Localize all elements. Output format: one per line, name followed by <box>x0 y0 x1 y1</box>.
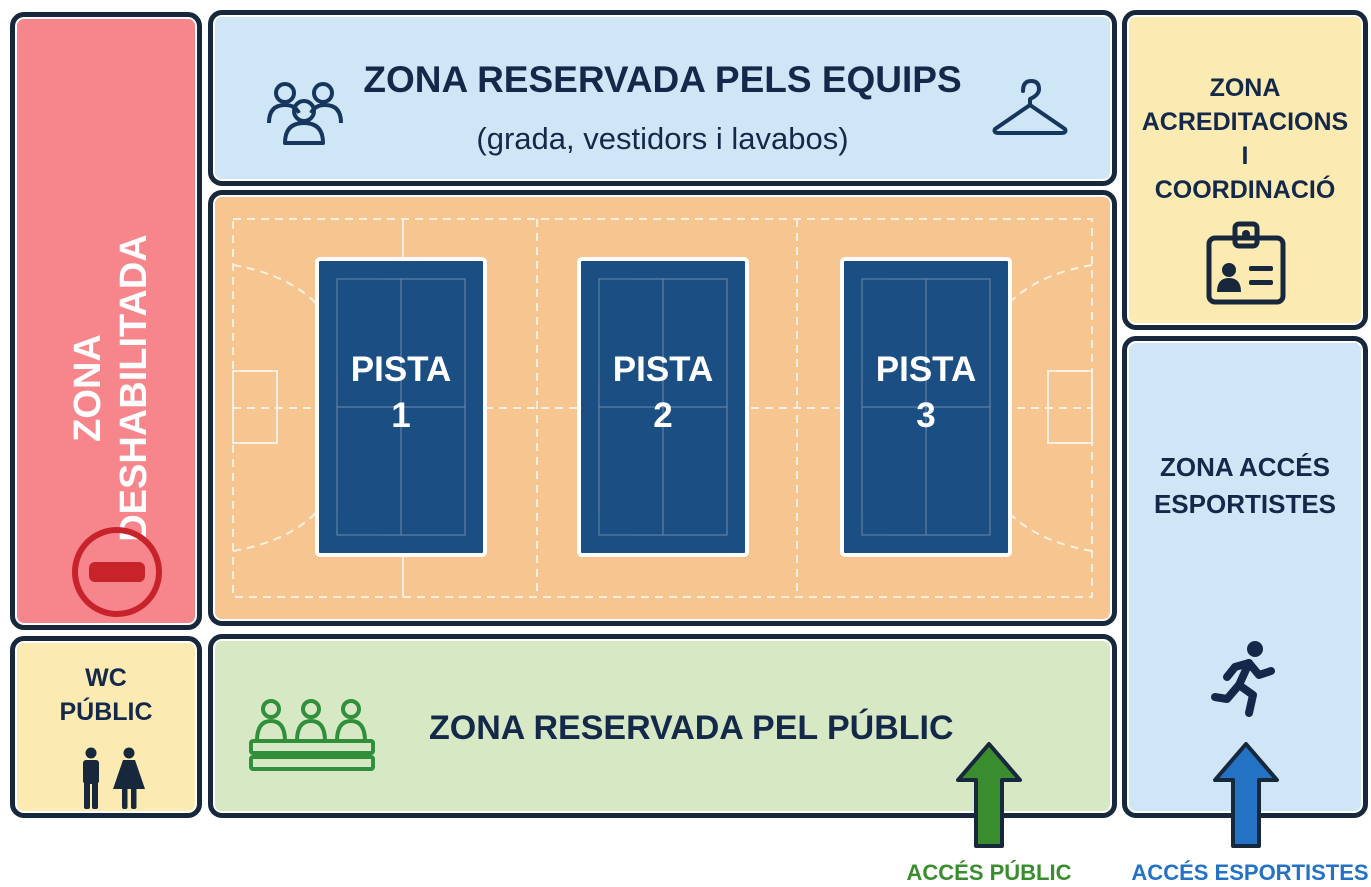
zone-teams-title: ZONA RESERVADA PELS EQUIPS <box>363 59 962 100</box>
no-entry-icon <box>72 527 162 617</box>
zone-disabled: ZONA DESHABILITADA <box>10 12 202 630</box>
zone-athletes-label: ZONA ACCÉS ESPORTISTES <box>1127 449 1363 523</box>
spectators-icon <box>249 699 375 771</box>
zone-public: ZONA RESERVADA PEL PÚBLIC <box>208 634 1117 818</box>
restroom-icon <box>83 747 145 809</box>
court-2-number: 2 <box>653 396 673 435</box>
badge-icon <box>1206 221 1286 305</box>
access-public-label: ACCÉS PÚBLIC <box>906 860 1072 885</box>
court-3-label: PISTA 3 <box>844 347 1008 439</box>
access-athletes-label: ACCÉS ESPORTISTES <box>1131 860 1369 885</box>
zone-courts: PISTA 1 PISTA 2 PISTA 3 <box>208 190 1117 626</box>
zone-wc: WC PÚBLIC <box>10 636 202 818</box>
arrow-up-icon-public <box>956 742 1022 848</box>
court-1: PISTA 1 <box>315 257 487 557</box>
zone-accreditation-line2: ACREDITACIONS <box>1141 108 1349 136</box>
zone-teams: ZONA RESERVADA PELS EQUIPS (grada, vesti… <box>208 10 1117 186</box>
zone-accreditation-line3: I <box>1241 142 1249 170</box>
court-1-word: PISTA <box>350 350 452 389</box>
zone-wc-line2: PÚBLIC <box>59 698 153 726</box>
zone-public-label: ZONA RESERVADA PEL PÚBLIC <box>429 709 954 747</box>
court-1-number: 1 <box>391 396 411 435</box>
court-1-lines <box>336 278 466 536</box>
court-3-lines <box>861 278 991 536</box>
court-3-word: PISTA <box>875 350 977 389</box>
zone-athletes-access: ZONA ACCÉS ESPORTISTES <box>1122 336 1368 818</box>
runner-icon <box>1211 641 1275 717</box>
court-3: PISTA 3 <box>840 257 1012 557</box>
zone-teams-subtitle: (grada, vestidors i lavabos) <box>476 121 849 156</box>
zone-accreditation-line1: ZONA <box>1209 74 1281 102</box>
zone-athletes-line2: ESPORTISTES <box>1153 489 1337 519</box>
court-2-label: PISTA 2 <box>581 347 745 439</box>
zone-accreditation-label: ZONA ACREDITACIONS I COORDINACIÓ <box>1127 71 1363 207</box>
zone-athletes-line1: ZONA ACCÉS <box>1160 452 1330 482</box>
court-1-label: PISTA 1 <box>319 347 483 439</box>
hanger-icon <box>992 79 1068 135</box>
zone-wc-label: WC PÚBLIC <box>15 661 197 729</box>
people-group-icon <box>267 82 343 145</box>
court-2: PISTA 2 <box>577 257 749 557</box>
zone-accreditation: ZONA ACREDITACIONS I COORDINACIÓ <box>1122 10 1368 330</box>
court-3-number: 3 <box>916 396 936 435</box>
arrow-up-icon-athletes <box>1213 742 1279 848</box>
zone-wc-line1: WC <box>85 664 127 692</box>
zone-accreditation-line4: COORDINACIÓ <box>1154 176 1336 204</box>
court-2-word: PISTA <box>612 350 714 389</box>
court-2-lines <box>598 278 728 536</box>
